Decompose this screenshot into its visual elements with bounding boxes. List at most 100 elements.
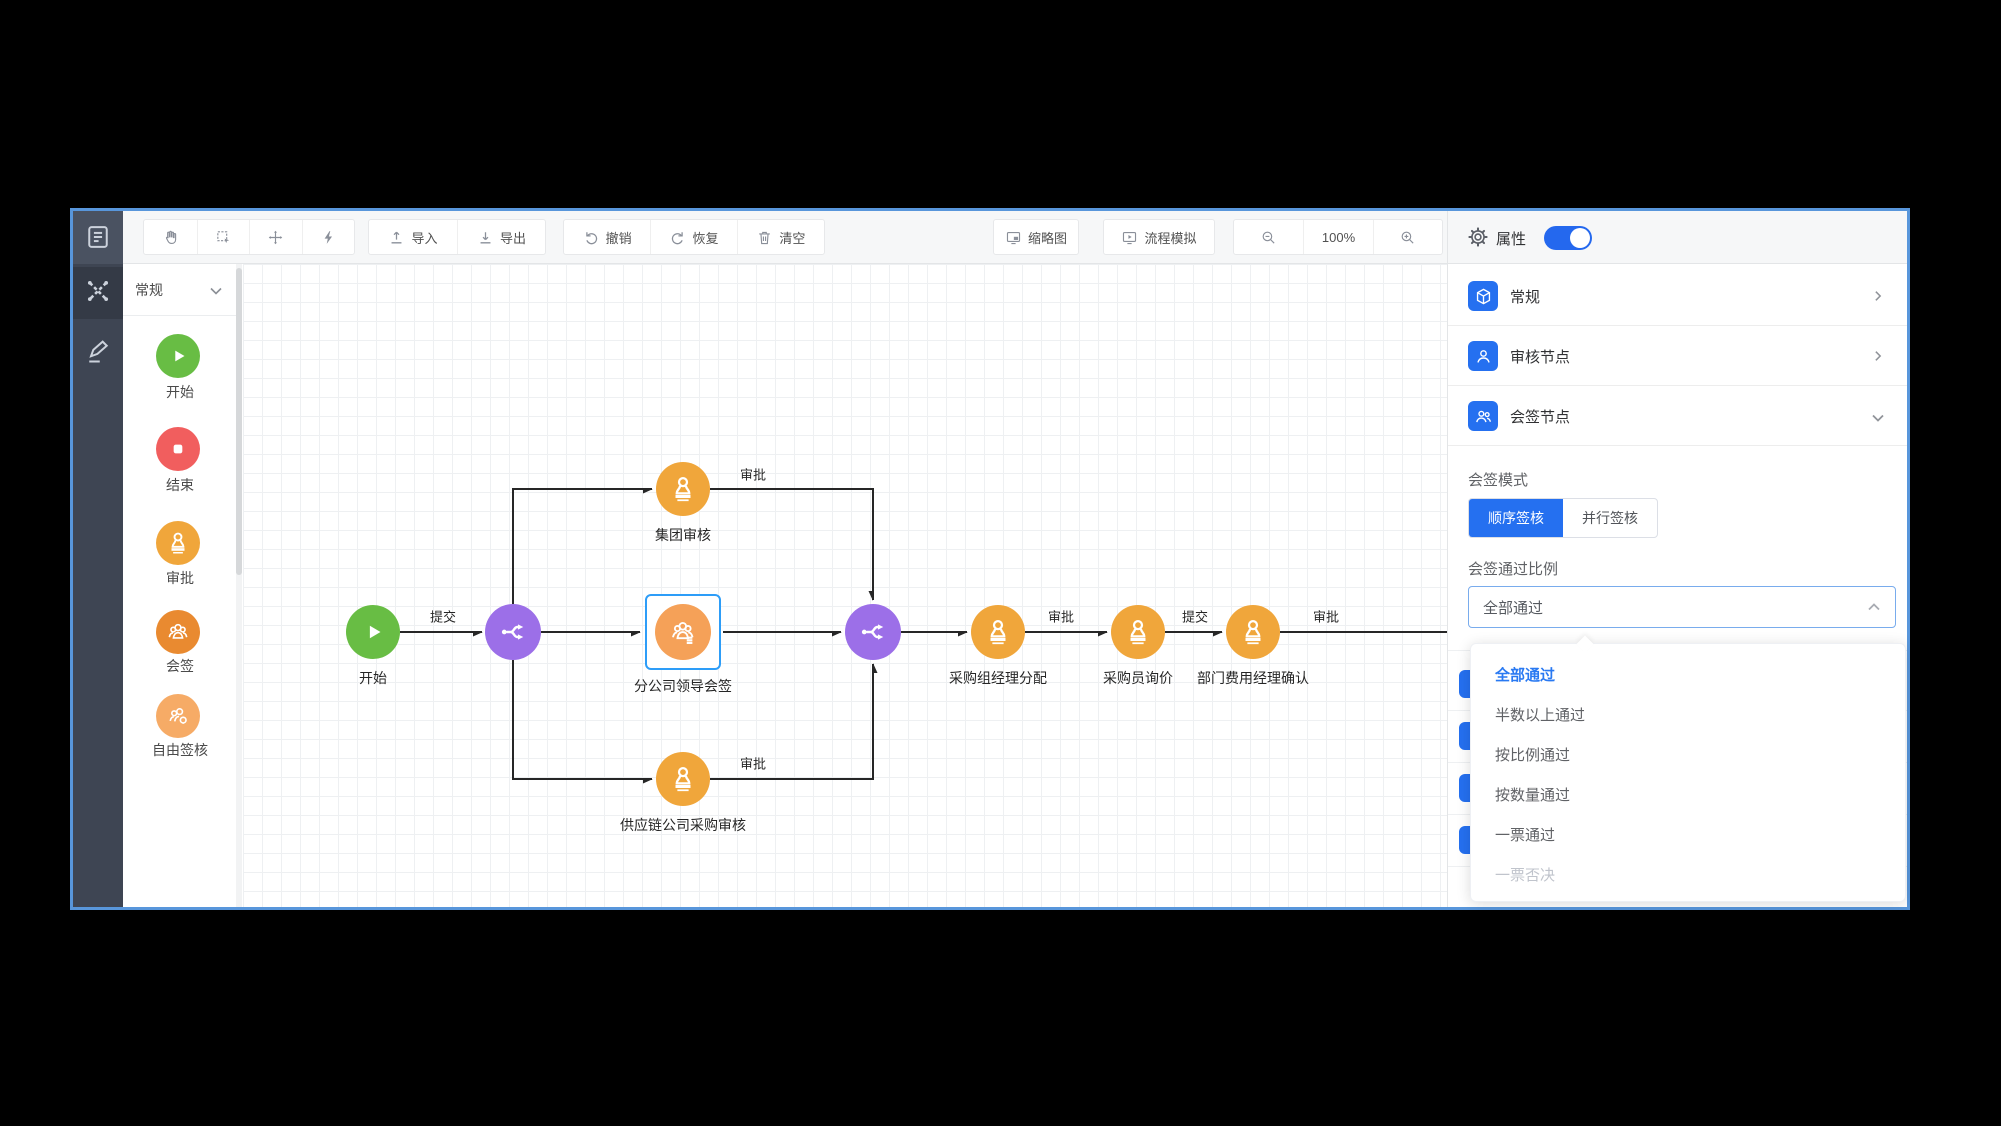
palette-scrollbar-thumb[interactable]: [236, 268, 242, 575]
edge-label: 审批: [739, 467, 767, 483]
node-palette: 常规 开始 结束 审批 会签: [123, 264, 243, 907]
flow-node-confirm[interactable]: [1226, 605, 1280, 659]
marquee-select-icon: [217, 230, 229, 243]
rail-flow-tab[interactable]: [73, 267, 123, 319]
properties-header: 属性: [1448, 211, 1907, 264]
flow-canvas[interactable]: 开始 集团审核 分公司领导会签: [243, 264, 1447, 907]
flow-node-supply-audit[interactable]: [656, 752, 710, 806]
simulate-button[interactable]: 流程模拟: [1103, 219, 1215, 255]
pencil-icon[interactable]: [84, 337, 112, 365]
flow-node-branch-countersign[interactable]: [655, 604, 711, 660]
zoom-level[interactable]: 100%: [1303, 220, 1372, 254]
simulate-icon: [1123, 231, 1137, 244]
section-general[interactable]: 常规: [1448, 266, 1907, 326]
section-label: 审核节点: [1510, 349, 1571, 366]
group-list-icon: [672, 621, 694, 644]
minimap-button[interactable]: 缩略图: [993, 219, 1079, 255]
palette-label-approve: 审批: [166, 570, 194, 586]
redo-label: 恢复: [692, 230, 719, 246]
flow-node-start[interactable]: [346, 605, 400, 659]
workflow-designer-window: 导入 导出 撤销 恢复: [70, 208, 1910, 910]
toolbar-tools-group: [143, 219, 355, 255]
dropdown-option-one-vote-pass[interactable]: 一票通过: [1495, 827, 1556, 844]
palette-node-approve[interactable]: [156, 521, 200, 565]
person-icon: [1468, 341, 1498, 371]
pan-hand-button[interactable]: [144, 220, 197, 254]
section-label: 常规: [1510, 289, 1541, 306]
flow-node-inquiry[interactable]: [1111, 605, 1165, 659]
properties-toggle[interactable]: [1544, 226, 1592, 250]
stop-icon: [173, 444, 183, 454]
move-icon: [269, 230, 283, 244]
stamp-icon: [1130, 619, 1146, 645]
cube-icon: [1468, 281, 1498, 311]
sign-mode-sequential[interactable]: 顺序签核: [1469, 499, 1563, 537]
selected-node-box[interactable]: [645, 594, 721, 670]
stamp-icon: [675, 766, 691, 792]
pass-ratio-select[interactable]: 全部通过: [1468, 586, 1896, 628]
flow-node-gateway-join[interactable]: [845, 604, 901, 660]
toggle-knob: [1570, 228, 1590, 248]
palette-label-countersign: 会签: [166, 658, 194, 674]
chevron-down-icon[interactable]: [209, 286, 223, 296]
palette-node-start[interactable]: [156, 334, 200, 378]
dropdown-option-majority[interactable]: 半数以上通过: [1495, 707, 1586, 724]
play-icon: [175, 350, 185, 362]
palette-node-countersign[interactable]: [156, 610, 200, 654]
gear-icon: [1468, 227, 1488, 247]
clear-label: 清空: [779, 230, 806, 246]
properties-panel: 属性 常规 审核节点 会签节点 会签模式 顺序: [1447, 211, 1907, 907]
flow-node-group-audit[interactable]: [656, 462, 710, 516]
move-button[interactable]: [249, 220, 302, 254]
group-gear-icon: [169, 708, 187, 724]
sign-mode-label: 会签模式: [1468, 472, 1529, 489]
flow-node-label: 集团审核: [655, 527, 711, 543]
palette-group-label[interactable]: 常规: [135, 282, 163, 298]
minimap-icon: [1006, 231, 1021, 244]
branch-icon: [501, 624, 524, 640]
dropdown-option-by-count[interactable]: 按数量通过: [1495, 787, 1571, 804]
dropdown-option-by-ratio[interactable]: 按比例通过: [1495, 747, 1571, 764]
palette-node-end[interactable]: [156, 427, 200, 471]
branch-icon: [861, 624, 884, 640]
zoom-in-button[interactable]: [1372, 220, 1442, 254]
stamp-icon: [1245, 619, 1261, 645]
chevron-right-icon: [1875, 351, 1882, 361]
chevron-down-icon: [1872, 414, 1884, 422]
flow-icon: [87, 280, 109, 302]
pass-ratio-dropdown: 全部通过 半数以上通过 按比例通过 按数量通过 一票通过 一票否决: [1470, 635, 1906, 902]
palette-label-end: 结束: [166, 477, 194, 493]
palette-node-free-sign[interactable]: [156, 694, 200, 738]
flow-node-label: 开始: [359, 670, 387, 686]
flow-node-assign[interactable]: [971, 605, 1025, 659]
lightning-icon: [324, 230, 332, 244]
sign-mode-parallel[interactable]: 并行签核: [1582, 510, 1638, 526]
import-button[interactable]: 导入: [369, 220, 457, 254]
section-label: 会签节点: [1510, 409, 1571, 426]
marquee-select-button[interactable]: [196, 220, 250, 254]
undo-button[interactable]: 撤销: [564, 220, 650, 254]
properties-title: 属性: [1496, 231, 1527, 248]
section-audit-node[interactable]: 审核节点: [1448, 326, 1907, 386]
toolbar: 导入 导出 撤销 恢复: [123, 211, 1447, 264]
palette-scrollbar[interactable]: [236, 264, 242, 907]
dropdown-option-one-vote-veto[interactable]: 一票否决: [1495, 867, 1556, 884]
clear-button[interactable]: 清空: [736, 220, 824, 254]
left-rail: [73, 211, 123, 907]
flow-node-gateway-split[interactable]: [485, 604, 541, 660]
simulate-label: 流程模拟: [1144, 230, 1197, 246]
zoom-out-button[interactable]: [1234, 220, 1303, 254]
minimap-label: 缩略图: [1027, 230, 1067, 246]
section-countersign-node[interactable]: 会签节点: [1448, 386, 1907, 446]
pan-hand-icon: [165, 230, 176, 244]
redo-button[interactable]: 恢复: [650, 220, 736, 254]
export-button[interactable]: 导出: [457, 220, 545, 254]
rail-form-tab[interactable]: [73, 211, 123, 264]
quick-connect-button[interactable]: [301, 220, 355, 254]
flow-node-label: 分公司领导会签: [634, 678, 732, 694]
group-icon: [168, 623, 188, 639]
dropdown-option-all-pass[interactable]: 全部通过: [1495, 667, 1556, 684]
flow-node-label: 采购组经理分配: [949, 670, 1047, 686]
toolbar-io-group: 导入 导出: [368, 219, 546, 255]
